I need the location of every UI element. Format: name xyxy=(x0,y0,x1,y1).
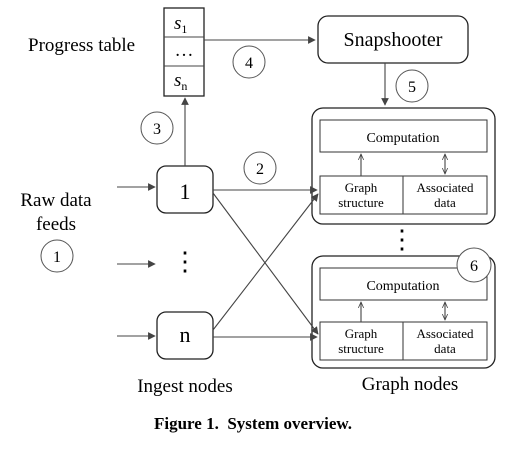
step-6-badge: 6 xyxy=(456,247,492,283)
graph-node-2: Computation Graph structure Associated d… xyxy=(311,255,496,369)
graph-ellipsis: ⋮ xyxy=(389,225,415,254)
step-5-label: 5 xyxy=(408,79,416,96)
graph-structure-label-line1: Graph xyxy=(345,180,378,195)
computation-box xyxy=(319,119,488,153)
ingest-nodes-label: Ingest nodes xyxy=(137,376,233,397)
associated-data-label-line1: Associated xyxy=(416,180,474,195)
progress-table-box xyxy=(163,7,205,97)
step-6-label: 6 xyxy=(470,258,478,275)
ingest-ellipsis: ⋮ xyxy=(172,247,198,276)
snapshooter: Snapshooter xyxy=(317,15,469,64)
step-2-label: 2 xyxy=(256,161,264,178)
ingest-node-1: 1 xyxy=(156,165,214,214)
snapshooter-label: Snapshooter xyxy=(344,29,443,51)
progress-table: Progress table s1 … sn xyxy=(28,7,205,97)
computation-label: Computation xyxy=(366,131,439,146)
progress-row-sn: sn xyxy=(174,70,187,93)
step-4-label: 4 xyxy=(245,55,253,72)
ingest-node-n-box xyxy=(156,311,214,360)
arrow-ingest1-to-graph2 xyxy=(212,192,319,335)
step-3-badge: 3 xyxy=(140,111,174,145)
ingest-node-n-label: n xyxy=(180,322,191,347)
step-4-badge: 4 xyxy=(232,45,266,79)
snapshooter-box xyxy=(317,15,469,64)
step-3-label: 3 xyxy=(153,121,161,138)
raw-data-label-line1: Raw data xyxy=(20,190,92,211)
arrow-ingestn-to-graph1 xyxy=(212,193,319,331)
step-1-badge: 1 xyxy=(40,239,74,273)
step-2-badge: 2 xyxy=(243,151,277,185)
step-5-badge: 5 xyxy=(395,69,429,103)
graph-structure-label-line2: structure xyxy=(338,195,384,210)
progress-row-s1: s1 xyxy=(174,13,187,36)
associated-data-label-line1: Associated xyxy=(416,326,474,341)
ingest-node-n: n xyxy=(156,311,214,360)
progress-row-ellipsis: … xyxy=(175,40,194,61)
raw-data-label-line2: feeds xyxy=(36,214,76,235)
figure-caption: Figure 1. System overview. xyxy=(154,414,352,433)
graph-structure-label-line1: Graph xyxy=(345,326,378,341)
associated-data-label-line2: data xyxy=(434,195,456,210)
graph-nodes-label: Graph nodes xyxy=(362,374,459,395)
progress-table-label: Progress table xyxy=(28,35,135,56)
ingest-node-1-label: 1 xyxy=(180,179,191,204)
graph-node-1: Computation Graph structure Associated d… xyxy=(311,107,496,225)
associated-data-label-line2: data xyxy=(434,341,456,356)
computation-label: Computation xyxy=(366,279,439,294)
graph-structure-label-line2: structure xyxy=(338,341,384,356)
step-1-label: 1 xyxy=(53,249,61,266)
